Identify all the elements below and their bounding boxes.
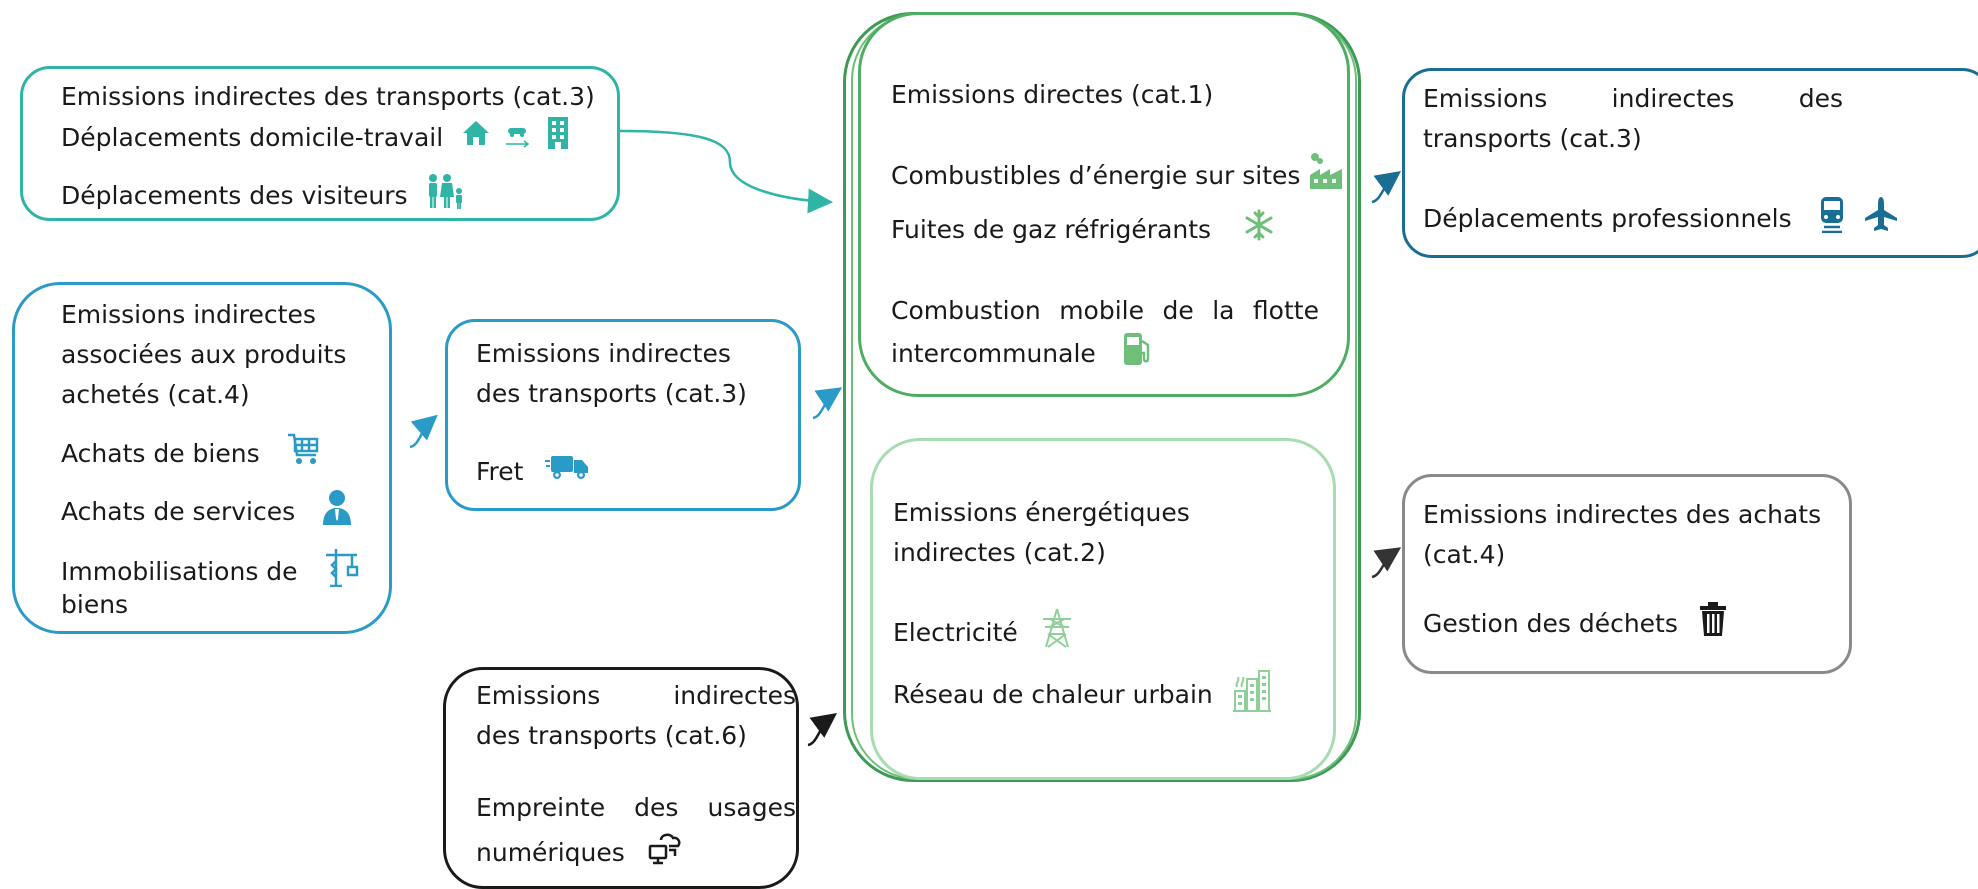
box-commute-transport: Emissions indirectes des transports (cat… xyxy=(20,66,620,221)
box-pro-item1: Déplacements professionnels xyxy=(1423,195,1898,245)
box-waste-management: Emissions indirectes des achats (cat.4) … xyxy=(1402,474,1852,674)
box-fret-line1: Emissions indirectes xyxy=(476,339,731,368)
box-direct-item3-line2: intercommunale xyxy=(891,331,1152,379)
truck-icon xyxy=(545,453,589,493)
box-products-item2: Achats de services xyxy=(61,489,353,537)
arrow-commute-to-center xyxy=(619,129,833,214)
box-numeric-line3: Empreinte des usages xyxy=(476,793,796,822)
box-direct-emissions: Emissions directes (cat.1) Combustibles … xyxy=(858,12,1350,397)
box-fret-item1: Fret xyxy=(476,452,589,493)
plane-icon xyxy=(1864,196,1898,244)
house-icon xyxy=(461,118,491,160)
box-commute-item2: Déplacements des visiteurs xyxy=(61,173,465,221)
factory-icon xyxy=(1308,151,1344,203)
box-products-item3b: biens xyxy=(61,590,129,619)
box-freight: Emissions indirectes des transports (cat… xyxy=(445,319,801,511)
box-products-item1: Achats de biens xyxy=(61,431,322,479)
box-numeric-line4: numériques xyxy=(476,830,683,878)
box-products-item3a: Immobilisations de xyxy=(61,547,360,599)
cart-icon xyxy=(286,431,322,479)
box-waste-line2: (cat.4) xyxy=(1423,540,1506,569)
box-numeric-line2: des transports (cat.6) xyxy=(476,721,747,750)
box-energy-item2: Réseau de chaleur urbain xyxy=(893,667,1273,725)
box-energy-title1: Emissions énergétiques xyxy=(893,498,1190,527)
box-professional-travel: Emissions indirectes des transports (cat… xyxy=(1402,68,1978,258)
box-direct-item3-line1: Combustion mobile de la flotte xyxy=(891,296,1319,325)
box-products-line3: achetés (cat.4) xyxy=(61,380,250,409)
train-icon xyxy=(1818,195,1846,245)
pylon-icon xyxy=(1040,607,1074,661)
box-numeric-line1: Emissions indirectes xyxy=(476,681,796,710)
box-direct-item2: Fuites de gaz réfrigérants xyxy=(891,209,1275,253)
box-pro-line2: transports (cat.3) xyxy=(1423,124,1642,153)
box-fret-line2: des transports (cat.3) xyxy=(476,379,747,408)
arrow-products-to-fret xyxy=(409,414,438,449)
cloud-computer-icon xyxy=(647,830,683,878)
box-commute-title: Emissions indirectes des transports (cat… xyxy=(61,82,595,111)
fuel-pump-icon xyxy=(1122,331,1152,379)
arrow-digital-to-center xyxy=(807,713,838,747)
box-waste-item1: Gestion des déchets xyxy=(1423,601,1728,649)
family-icon xyxy=(425,173,465,221)
box-waste-line1: Emissions indirectes des achats xyxy=(1423,500,1822,529)
trash-icon xyxy=(1698,601,1728,649)
box-energy-item1: Electricité xyxy=(893,607,1074,661)
city-heating-icon xyxy=(1231,667,1273,725)
box-products-line1: Emissions indirectes xyxy=(61,300,316,329)
arrow-center-to-professional xyxy=(1371,171,1402,204)
snowflake-icon xyxy=(1243,209,1275,253)
box-purchased-products: Emissions indirectes associées aux produ… xyxy=(12,282,392,634)
box-direct-title: Emissions directes (cat.1) xyxy=(891,80,1214,109)
box-products-line2: associées aux produits xyxy=(61,340,347,369)
box-digital-usage: Emissions indirectes des transports (cat… xyxy=(443,667,799,889)
box-pro-line1: Emissions indirectes des xyxy=(1423,84,1843,113)
car-icon xyxy=(503,118,533,160)
box-direct-item1: Combustibles d’énergie sur sites xyxy=(891,151,1344,203)
arrow-fret-to-center xyxy=(812,387,843,420)
building-icon xyxy=(545,115,571,163)
box-indirect-energy: Emissions énergétiques indirectes (cat.2… xyxy=(870,438,1336,780)
arrow-center-to-waste xyxy=(1371,547,1402,579)
box-energy-title2: indirectes (cat.2) xyxy=(893,538,1106,567)
box-commute-item1: Déplacements domicile-travail xyxy=(61,115,571,163)
person-icon xyxy=(321,489,353,537)
crane-icon xyxy=(324,547,360,599)
